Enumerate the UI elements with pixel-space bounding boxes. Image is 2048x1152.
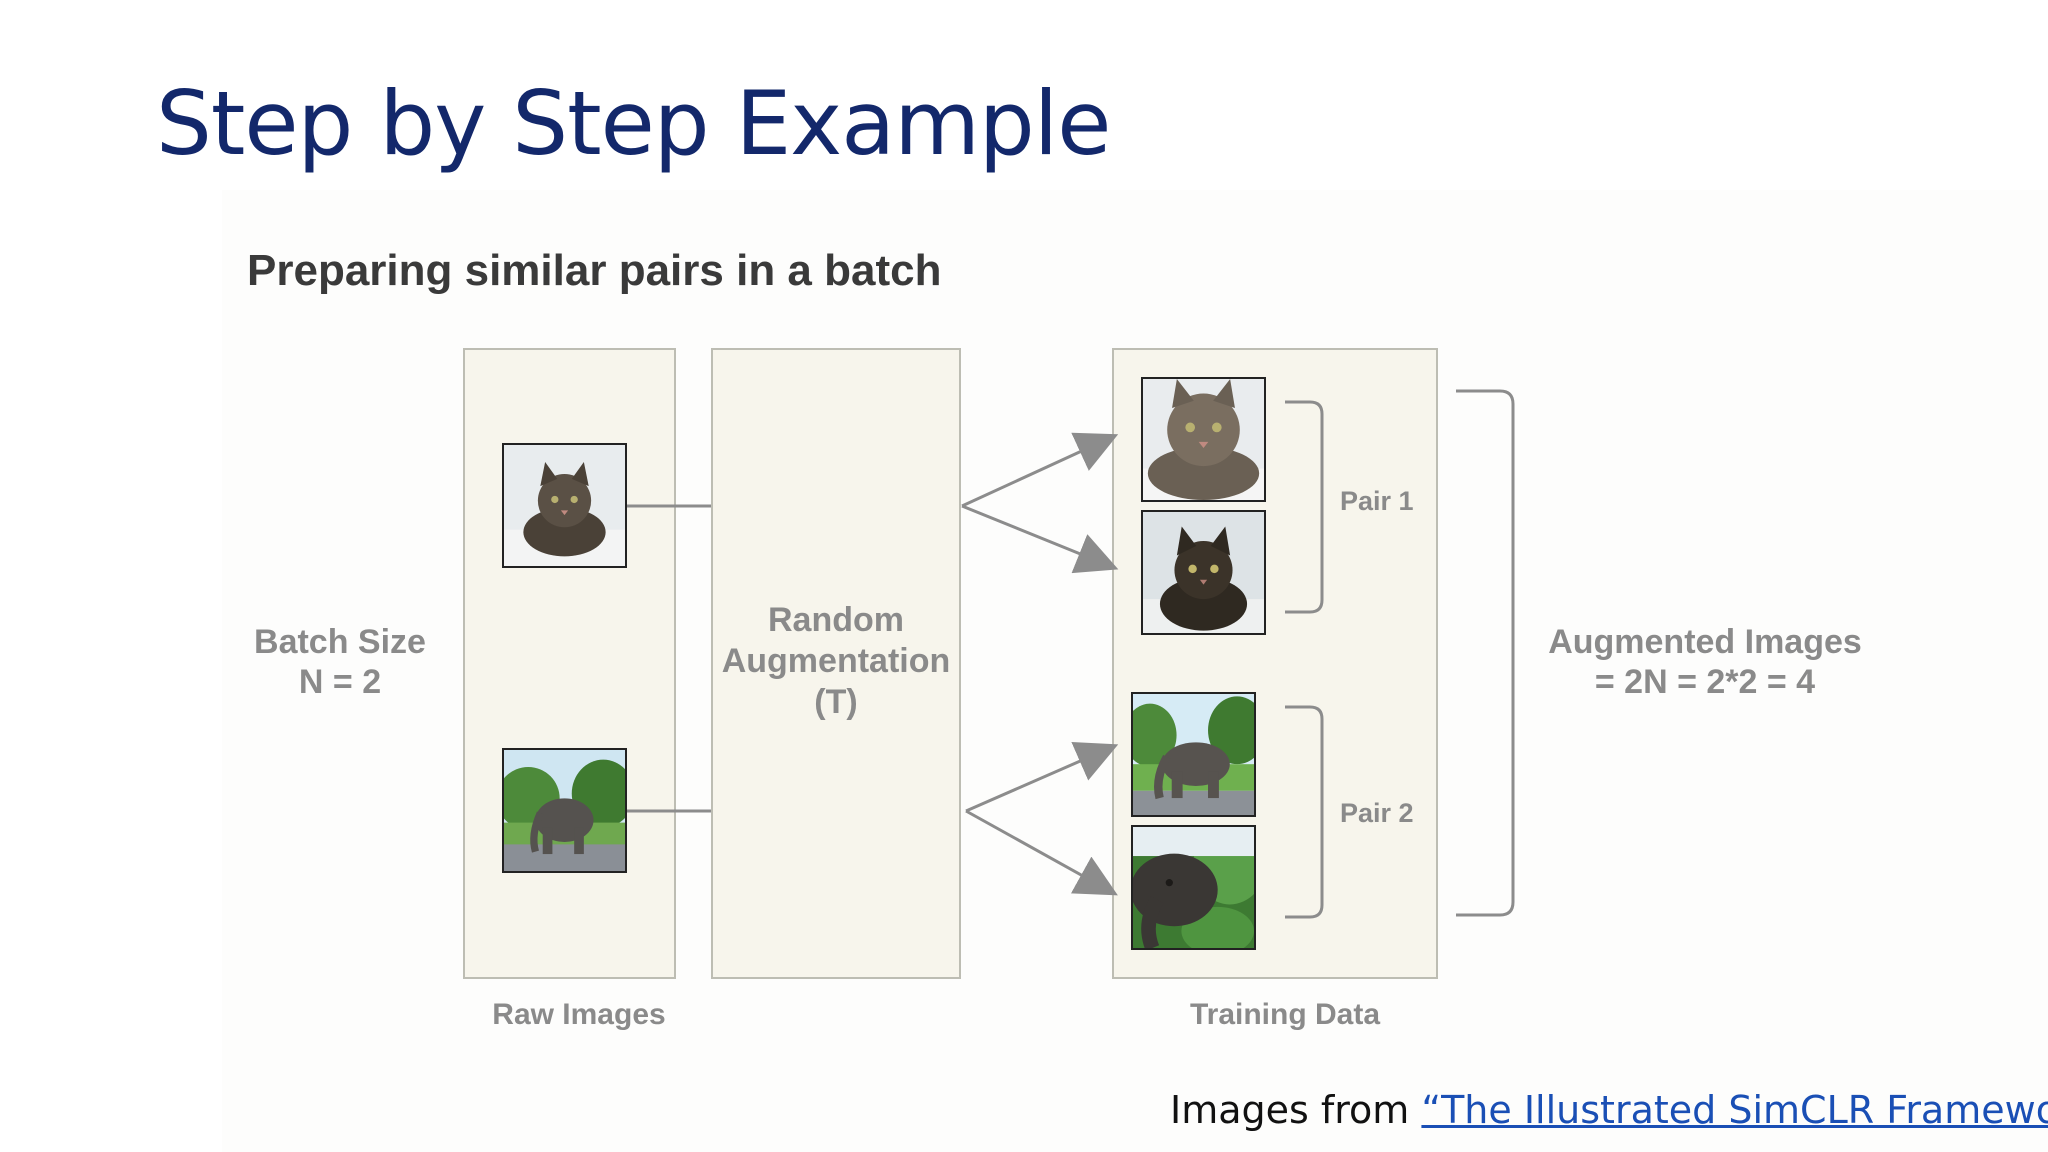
slide-title: Step by Step Example — [156, 72, 1111, 175]
arrow-elephant-1 — [965, 741, 1119, 813]
pair1-label: Pair 1 — [1340, 486, 1414, 516]
pair2-label: Pair 2 — [1340, 798, 1414, 828]
augmentation-line2: Augmentation — [721, 642, 951, 680]
augmentation-label: Random Augmentation (T) — [711, 600, 961, 723]
training-elephant-image-2 — [1131, 825, 1256, 950]
raw-images-label: Raw Images — [492, 998, 666, 1031]
image-credit: Images from “The Illustrated SimCLR Fram… — [1170, 1088, 2048, 1132]
batch-size-label: Batch Size N = 2 — [240, 622, 440, 702]
augmented-line2: = 2N = 2*2 = 4 — [1594, 663, 1816, 701]
credit-prefix: Images from — [1170, 1088, 1422, 1132]
batch-size-line2: N = 2 — [298, 663, 382, 701]
augmentation-line1: Random — [768, 601, 904, 639]
training-cat-image-1 — [1141, 377, 1266, 502]
pair1-bracket — [1285, 400, 1324, 614]
raw-cat-image — [502, 443, 627, 568]
augmented-line1: Augmented Images — [1548, 623, 1862, 661]
arrow-elephant-2 — [965, 809, 1118, 896]
training-cat-image-2 — [1141, 510, 1266, 635]
batch-size-line1: Batch Size — [254, 623, 426, 661]
arrow-cat-2 — [961, 504, 1119, 574]
simclr-source-link[interactable]: “The Illustrated SimCLR Framework” — [1421, 1088, 2048, 1132]
raw-elephant-image — [502, 748, 627, 873]
augmentation-line3: (T) — [814, 683, 858, 721]
augmented-images-label: Augmented Images = 2N = 2*2 = 4 — [1530, 622, 1880, 702]
arrow-cat-1 — [961, 432, 1119, 508]
augmentation-box — [711, 348, 961, 979]
training-data-label: Training Data — [1189, 998, 1381, 1031]
figure-heading: Preparing similar pairs in a batch — [247, 246, 942, 295]
pair2-bracket — [1285, 705, 1324, 919]
augmented-bracket — [1456, 389, 1515, 917]
training-elephant-image-1 — [1131, 692, 1256, 817]
